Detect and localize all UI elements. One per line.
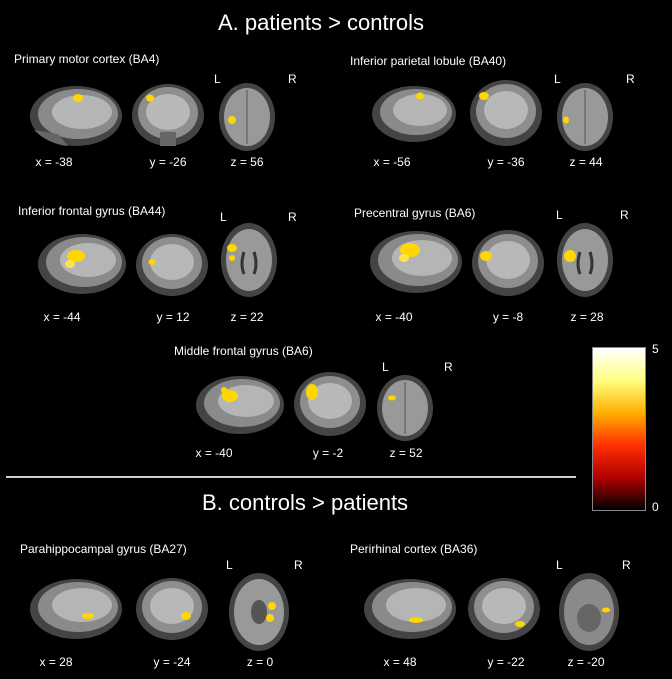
coordinate-label: x = 48: [383, 655, 417, 669]
coordinate-label: y = -24: [153, 655, 191, 669]
activation-cluster: [222, 390, 238, 402]
coordinate-label: y = -22: [487, 655, 525, 669]
activation-cluster: [416, 92, 424, 100]
panel-title-precentral-gyrus: Precentral gyrus (BA6): [354, 206, 476, 220]
coordinate-label: x = -44: [43, 310, 81, 324]
activation-cluster: [228, 116, 236, 124]
axial-brain-slice: [557, 83, 613, 151]
panel-title-parahippocampal-gyrus: Parahippocampal gyrus (BA27): [20, 542, 187, 556]
sagittal-brain-slice: [30, 86, 122, 146]
activation-cluster: [479, 92, 489, 100]
activation-cluster: [409, 617, 423, 623]
axial-brain-slice: [377, 375, 433, 441]
left-label: L: [556, 558, 563, 572]
right-label: R: [622, 558, 631, 572]
sagittal-brain-slice: [38, 234, 126, 294]
section-b-title: B. controls > patients: [202, 490, 409, 515]
axial-brain-slice: [559, 573, 619, 651]
activation-cluster: [82, 613, 94, 619]
coronal-brain-slice: [470, 80, 542, 146]
coordinate-label: z = 0: [246, 655, 274, 669]
coordinate-label: x = -40: [195, 446, 233, 460]
coordinate-label: y = -36: [487, 155, 525, 169]
coordinate-label: y = -8: [492, 310, 524, 324]
activation-cluster: [148, 259, 156, 265]
sagittal-brain-slice: [30, 579, 122, 639]
coordinate-label: x = -40: [375, 310, 413, 324]
coronal-brain-slice: [136, 234, 208, 296]
sagittal-brain-slice: [370, 231, 462, 293]
coordinate-label: z = 22: [230, 310, 264, 324]
coronal-brain-slice: [132, 84, 204, 146]
activation-cluster: [181, 612, 191, 620]
activation-cluster: [515, 621, 525, 627]
coordinate-label: x = -38: [35, 155, 73, 169]
panel-title-primary-motor-cortex: Primary motor cortex (BA4): [14, 52, 160, 66]
right-label: R: [288, 72, 297, 86]
colorbar-min-label: 0: [652, 500, 659, 514]
axial-brain-slice: [229, 573, 289, 651]
colorbar: [592, 347, 646, 511]
activation-cluster: [602, 607, 610, 613]
coordinate-label: z = -20: [567, 655, 605, 669]
activation-cluster: [146, 94, 154, 102]
left-label: L: [554, 72, 561, 86]
right-label: R: [294, 558, 303, 572]
panel-title-inferior-frontal-gyrus: Inferior frontal gyrus (BA44): [18, 204, 166, 218]
activation-cluster: [306, 384, 318, 400]
activation-cluster: [400, 243, 420, 257]
sagittal-brain-slice: [364, 579, 456, 639]
coordinate-label: y = -2: [312, 446, 344, 460]
right-label: R: [444, 360, 453, 374]
right-label: R: [620, 208, 629, 222]
panel-title-middle-frontal-gyrus: Middle frontal gyrus (BA6): [174, 344, 313, 358]
colorbar-max-label: 5: [652, 342, 659, 356]
activation-cluster: [268, 602, 276, 610]
activation-cluster: [480, 251, 492, 261]
left-label: L: [226, 558, 233, 572]
coordinate-label: y = 12: [156, 310, 190, 324]
coronal-brain-slice: [472, 230, 544, 296]
coordinate-label: y = -26: [149, 155, 187, 169]
coordinate-label: x = -56: [373, 155, 411, 169]
axial-brain-slice: [221, 223, 277, 297]
right-label: R: [626, 72, 635, 86]
panel-title-inferior-parietal-lobule: Inferior parietal lobule (BA40): [350, 54, 507, 68]
left-label: L: [220, 210, 227, 224]
coordinate-label: x = 28: [39, 655, 73, 669]
sagittal-brain-slice: [196, 376, 284, 434]
coronal-brain-slice: [468, 578, 540, 640]
coordinate-label: z = 44: [569, 155, 603, 169]
left-label: L: [556, 208, 563, 222]
section-a-title: A. patients > controls: [218, 10, 425, 35]
activation-cluster: [227, 244, 237, 252]
activation-cluster: [563, 116, 569, 124]
coronal-brain-slice: [294, 372, 366, 436]
coordinate-label: z = 56: [230, 155, 264, 169]
coronal-brain-slice: [136, 578, 208, 640]
sagittal-brain-slice: [372, 86, 456, 142]
coordinate-label: z = 28: [570, 310, 604, 324]
activation-cluster: [73, 94, 83, 102]
panel-title-perirhinal-cortex: Perirhinal cortex (BA36): [350, 542, 478, 556]
axial-brain-slice: [557, 223, 613, 297]
section-divider: [6, 476, 576, 478]
left-label: L: [382, 360, 389, 374]
axial-brain-slice: [219, 83, 275, 151]
activation-cluster: [67, 250, 85, 262]
activation-cluster: [388, 395, 396, 401]
activation-cluster: [564, 250, 576, 262]
coordinate-label: z = 52: [389, 446, 423, 460]
right-label: R: [288, 210, 297, 224]
left-label: L: [214, 72, 221, 86]
